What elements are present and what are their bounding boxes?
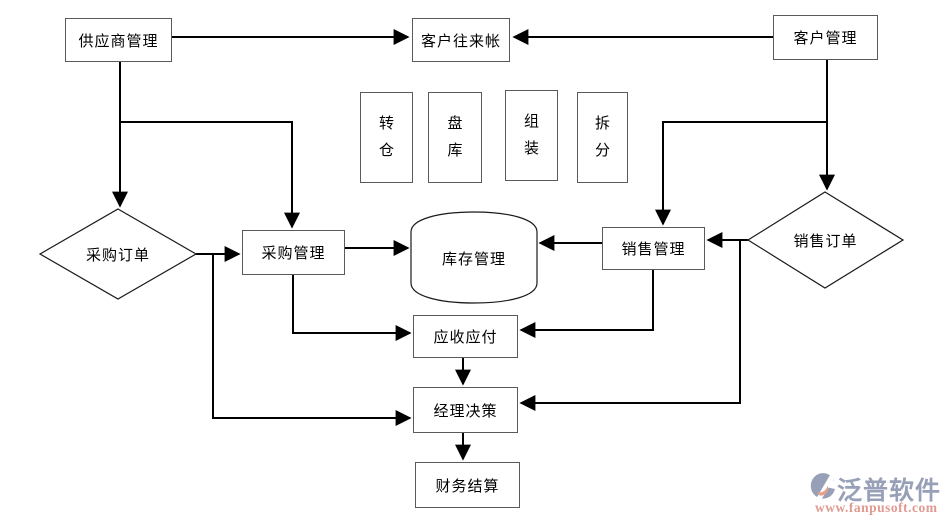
edge-customer-to-sales-mgmt [655, 121, 827, 226]
node-split: 拆分 [577, 92, 628, 183]
fanpu-logo-icon [810, 473, 835, 500]
node-sales-management: 销售管理 [602, 227, 705, 270]
watermark-url-text: www.fanpusoft.com [815, 500, 938, 515]
node-manager-decision: 经理决策 [413, 387, 518, 433]
node-stocktake: 盘库 [428, 92, 482, 183]
node-receivables-payables: 应收应付 [413, 315, 518, 358]
watermark: 泛普软件 www.fanpusoft.com [809, 471, 941, 519]
edge-supplier-to-purchase-mgmt [120, 121, 300, 229]
node-supplier-management: 供应商管理 [65, 18, 172, 62]
node-assembly: 组装 [505, 90, 558, 181]
node-financial-settlement: 财务结算 [415, 462, 520, 508]
edge-purchase-mgmt-to-receivables [292, 275, 412, 341]
node-transfer-warehouse-label: 转仓 [378, 115, 394, 159]
node-stocktake-label: 盘库 [447, 115, 463, 159]
node-purchase-management: 采购管理 [242, 230, 345, 275]
node-customer-accounts: 客户往来帐 [412, 18, 510, 62]
edge-sales-order-to-decision [519, 240, 741, 411]
watermark-brand-text: 泛普软件 [837, 478, 942, 505]
edge-purchase-order-to-decision [212, 254, 412, 426]
node-assembly-label: 组装 [523, 113, 539, 157]
node-transfer-warehouse: 转仓 [360, 92, 413, 183]
sales-order-diamond-shape [746, 191, 905, 289]
purchase-order-diamond-shape [38, 208, 198, 300]
node-customer-management: 客户管理 [773, 15, 878, 60]
edge-sales-mgmt-to-receivables [519, 270, 654, 338]
inventory-drum-shape [410, 211, 538, 304]
node-split-label: 拆分 [594, 115, 610, 159]
